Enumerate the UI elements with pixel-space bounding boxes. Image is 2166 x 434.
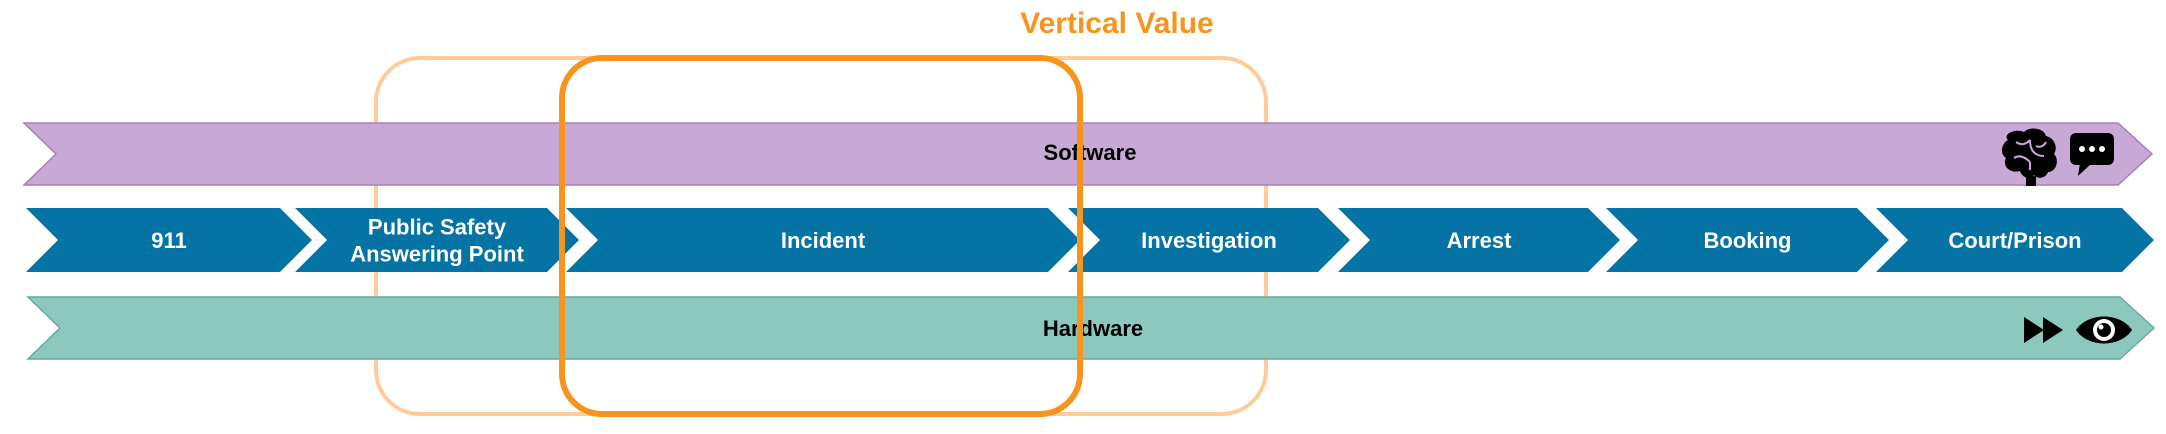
hardware-layer-label: Hardware [1043,316,1143,341]
software-layer-label: Software [1044,140,1137,165]
software-layer-arrow [22,122,2154,186]
chat-bubble-icon [2070,133,2114,176]
stage-label: Investigation [1141,228,1277,253]
stage-label: Public Safety [368,215,507,240]
stage-chevron [1338,208,1620,272]
diagram-title: Vertical Value [1020,7,1213,40]
stage-chevron [1606,208,1889,272]
stage-label: Court/Prison [1948,228,2081,253]
stage-chevron [295,208,579,272]
vertical-value-focus-frame [559,55,1083,417]
eye-icon [2076,316,2132,344]
stage-label: Incident [781,228,866,253]
stage-chevron [1068,208,1350,272]
stage-label: Booking [1704,228,1792,253]
stage-label: Arrest [1447,228,1512,253]
brain-icon [2001,128,2057,186]
stage-label: Answering Point [350,242,524,267]
stage-chevron [566,208,1080,272]
stage-label: 911 [151,228,187,253]
stage-chevron [26,208,312,272]
stage-chevron [1876,208,2154,272]
fast-forward-icon [2024,317,2063,343]
